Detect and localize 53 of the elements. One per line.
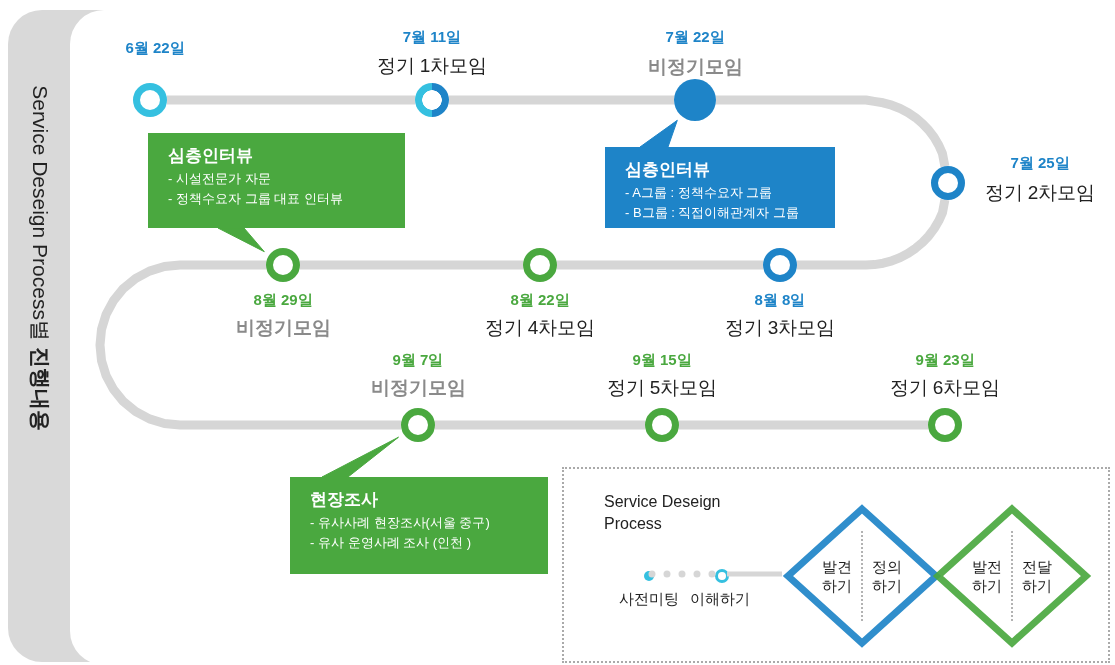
date-label: 9월 7일 xyxy=(392,350,444,370)
callout-box xyxy=(605,147,835,228)
date-label: 8월 29일 xyxy=(253,290,313,310)
event-label: 정기 3차모임 xyxy=(724,316,836,340)
vertical-title: Service Deseign Process별 진행내용 xyxy=(28,84,53,433)
date-label: 7월 11일 xyxy=(402,27,462,47)
event-label: 정기 1차모임 xyxy=(376,54,488,78)
callout-heading: 심층인터뷰 xyxy=(625,159,710,181)
event-label: 비정기모임 xyxy=(647,55,743,79)
event-label: 정기 2차모임 xyxy=(984,181,1096,205)
timeline-track xyxy=(557,260,763,270)
event-label: 정기 4차모임 xyxy=(484,316,596,340)
callout-pointer xyxy=(321,436,399,478)
callout-text: - 시설전문가 자문 xyxy=(168,170,271,188)
timeline-track xyxy=(716,95,950,168)
callout-text: - 유사사례 현장조사(서울 중구) xyxy=(310,514,490,532)
event-label: 비정기모임 xyxy=(370,376,466,400)
legend-panel xyxy=(562,467,1110,663)
event-label: 정기 6차모임 xyxy=(889,376,1001,400)
milestone-dot xyxy=(644,571,654,581)
timeline-track xyxy=(679,420,928,430)
callout-pointer xyxy=(639,119,678,148)
callout-pointer xyxy=(217,227,265,253)
timeline-track xyxy=(300,260,523,270)
event-label: 비정기모임 xyxy=(235,316,331,340)
date-label: 7월 22일 xyxy=(665,27,725,47)
phase-label: 전달 하기 xyxy=(1021,557,1053,595)
timeline-track xyxy=(167,95,415,105)
event-label: 정기 5차모임 xyxy=(606,376,718,400)
callout-heading: 심층인터뷰 xyxy=(168,145,253,167)
timeline-track xyxy=(95,260,401,430)
date-label: 7월 25일 xyxy=(1010,153,1070,173)
callout-text: - B그룹 : 직접이해관계자 그룹 xyxy=(625,204,800,222)
date-label: 8월 8일 xyxy=(754,290,806,310)
timeline-track xyxy=(449,95,674,105)
timeline-track xyxy=(797,198,950,270)
step-label: 이해하기 xyxy=(690,589,750,609)
legend-title: Service Deseign Process xyxy=(604,492,722,534)
callout-text: - 정책수요자 그룹 대표 인터뷰 xyxy=(168,190,343,208)
callout-heading: 현장조사 xyxy=(310,489,378,511)
dotted-connector xyxy=(648,570,717,578)
timeline-track xyxy=(435,420,645,430)
date-label: 8월 22일 xyxy=(510,290,570,310)
phase-label: 발견 하기 xyxy=(821,557,853,595)
phase-label: 정의 하기 xyxy=(871,557,903,595)
date-label: 9월 15일 xyxy=(632,350,692,370)
callout-text: - A그룹 : 정책수요자 그룹 xyxy=(625,184,773,202)
phase-label: 발전 하기 xyxy=(971,557,1003,595)
callout-text: - 유사 운영사례 조사 (인천 ) xyxy=(310,534,472,552)
step-label: 사전미팅 xyxy=(619,589,679,609)
date-label: 6월 22일 xyxy=(125,38,185,58)
date-label: 9월 23일 xyxy=(915,350,975,370)
connector-line xyxy=(727,571,782,577)
